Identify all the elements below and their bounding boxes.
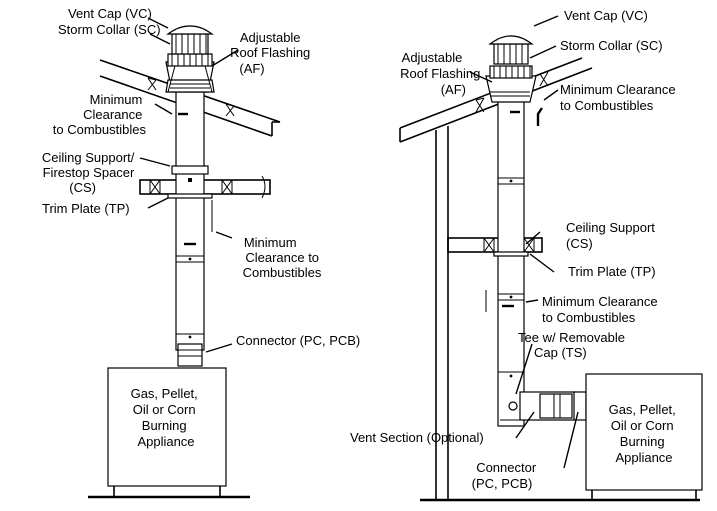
left-connector-label: Connector (PC, PCB) [236, 333, 360, 348]
right-flashing-label: Adjustable Roof Flashing (AF) [400, 50, 484, 97]
right-trim-plate-label: Trim Plate (TP) [568, 264, 656, 279]
right-tee-label: Tee w/ Removable Cap (TS) [518, 330, 629, 360]
left-clearance-label-2: Minimum Clearance to Combustibles [243, 235, 323, 280]
right-ceiling-joist [447, 237, 543, 253]
right-tee-section [508, 391, 587, 421]
left-vent-cap-label: Vent Cap (VC) [68, 6, 152, 21]
right-trim-plate [493, 251, 529, 257]
right-storm-collar-label: Storm Collar (SC) [560, 38, 663, 53]
left-appliance-label: Gas, Pellet, Oil or Corn Burning Applian… [131, 386, 202, 449]
left-leaders [139, 17, 239, 353]
right-chimney-pipe [493, 79, 529, 427]
right-installation: Vent Cap (VC) Storm Collar (SC) Adjustab… [350, 8, 703, 502]
right-storm-collar [489, 65, 533, 79]
right-appliance-label: Gas, Pellet, Oil or Corn Burning Applian… [609, 402, 680, 465]
right-clearance-label-2: Minimum Clearance to Combustibles [542, 294, 661, 325]
left-storm-collar-label: Storm Collar (SC) [58, 22, 161, 37]
right-clearance-mark-1b [536, 107, 543, 126]
left-ceiling-support-label: Ceiling Support/ Firestop Spacer (CS) [42, 150, 138, 195]
right-appliance [585, 373, 703, 500]
right-vent-cap [488, 35, 534, 65]
left-flashing-label: Adjustable Roof Flashing (AF) [230, 30, 314, 76]
left-vent-cap [166, 25, 214, 55]
right-connector-label: Connector (PC, PCB) [472, 460, 540, 491]
left-storm-collar [167, 53, 213, 67]
right-ceiling-support-label: Ceiling Support (CS) [566, 220, 659, 251]
right-clearance-label-1: Minimum Clearance to Combustibles [560, 82, 679, 113]
right-vent-section-label: Vent Section (Optional) [350, 430, 484, 445]
right-roof-flashing [485, 75, 537, 103]
left-installation: Vent Cap (VC) Storm Collar (SC) Adjustab… [42, 6, 360, 499]
left-clearance-label-1: Minimum Clearance to Combustibles [53, 92, 147, 137]
right-wall [420, 126, 700, 502]
left-chimney-pipe [167, 61, 213, 367]
left-trim-plate-label: Trim Plate (TP) [42, 201, 130, 216]
right-vent-cap-label: Vent Cap (VC) [564, 8, 648, 23]
right-leaders [469, 15, 579, 469]
left-appliance [88, 367, 250, 499]
